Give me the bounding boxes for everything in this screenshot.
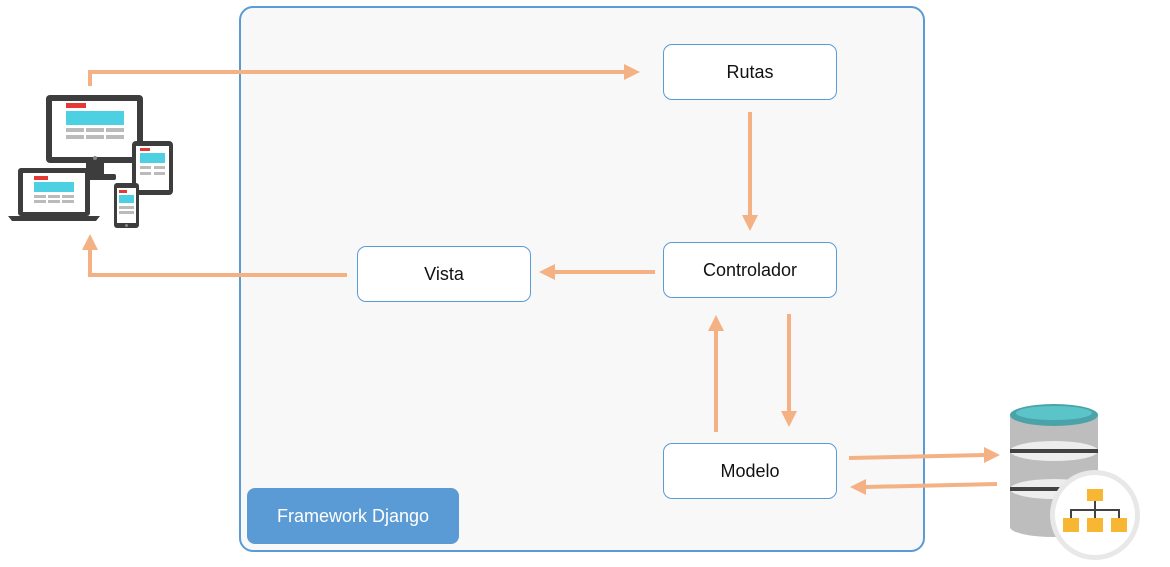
framework-label: Framework Django bbox=[247, 488, 459, 544]
arrow-controlador-to-vista bbox=[539, 264, 655, 280]
framework-label-text: Framework Django bbox=[276, 505, 430, 526]
arrow-client-to-rutas bbox=[88, 64, 640, 86]
node-vista-label: Vista bbox=[424, 263, 464, 284]
node-controlador[interactable]: Controlador bbox=[663, 242, 837, 298]
arrow-controlador-to-modelo bbox=[781, 314, 797, 427]
node-modelo-label: Modelo bbox=[720, 460, 780, 481]
tablet-icon bbox=[132, 141, 173, 195]
arrow-vista-to-client bbox=[82, 234, 347, 277]
arrow-rutas-to-controlador bbox=[742, 112, 758, 231]
node-controlador-label: Controlador bbox=[702, 259, 798, 280]
arrow-modelo-to-controlador bbox=[708, 315, 724, 432]
node-rutas[interactable]: Rutas bbox=[663, 44, 837, 100]
arrow-database-to-modelo bbox=[850, 479, 998, 495]
sitemap-badge-icon bbox=[1050, 470, 1140, 560]
node-modelo[interactable]: Modelo bbox=[663, 443, 837, 499]
node-rutas-label: Rutas bbox=[726, 61, 774, 82]
desktop-monitor-icon bbox=[46, 95, 143, 180]
node-vista[interactable]: Vista bbox=[357, 246, 531, 302]
laptop-icon bbox=[8, 168, 100, 221]
phone-icon bbox=[114, 183, 139, 228]
arrow-modelo-to-database bbox=[848, 447, 1000, 463]
